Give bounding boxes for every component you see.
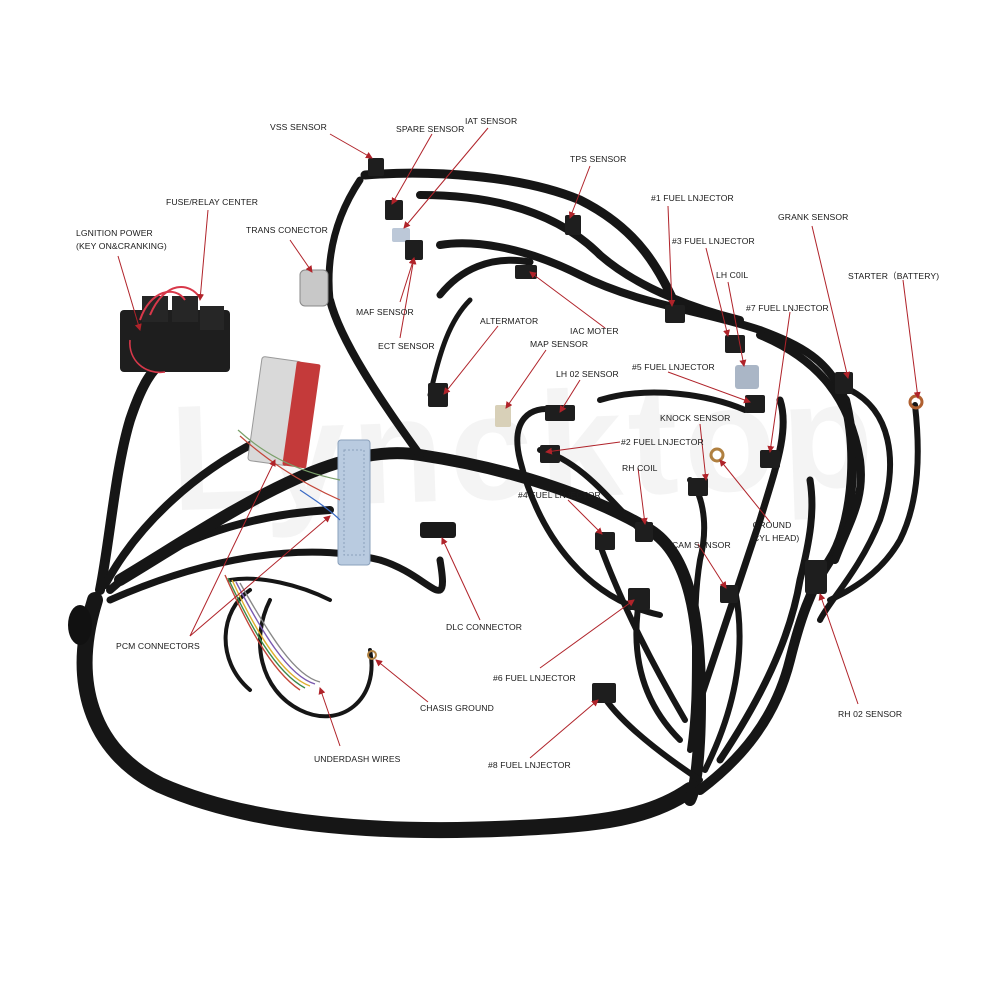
- label-spare-sensor: SPARE SENSOR: [396, 124, 465, 134]
- underdash-wire-bundle: [224, 574, 321, 691]
- label-fuel-injector-3: #3 FUEL LNJECTOR: [672, 236, 755, 246]
- label-maf-sensor: MAF SENSOR: [356, 307, 414, 317]
- label-chasis-ground: CHASIS GROUND: [420, 703, 494, 713]
- label-rh-o2-sensor: RH 02 SENSOR: [838, 709, 903, 719]
- label-ground-cyl-head: (CYL HEAD): [750, 533, 800, 543]
- label-fuse-relay-center: FUSE/RELAY CENTER: [166, 197, 259, 207]
- label-lh-coil: LH C0IL: [716, 270, 749, 280]
- fuse-relay-center: [120, 285, 230, 374]
- label-fuel-injector-6: #6 FUEL LNJECTOR: [493, 673, 576, 683]
- label-starter-battery: STARTER（BATTERY): [848, 271, 940, 281]
- label-alternator: ALTERMATOR: [480, 316, 539, 326]
- label-cam-sensor: CAM SENSOR: [672, 540, 731, 550]
- label-fuel-injector-5: #5 FUEL LNJECTOR: [632, 362, 715, 372]
- label-vss-sensor: VSS SENSOR: [270, 122, 327, 132]
- label-ground: GROUND: [752, 520, 792, 530]
- dlc-connector-plug: [420, 522, 456, 538]
- pcm-connectors-group: [237, 356, 371, 566]
- main-harness-loom: [76, 168, 921, 839]
- label-iat-sensor: IAT SENSOR: [465, 116, 518, 126]
- sensor-connectors: [367, 158, 924, 703]
- label-tps-sensor: TPS SENSOR: [570, 154, 627, 164]
- label-ignition-power: LGNITION POWER: [76, 228, 153, 238]
- label-fuel-injector-4: #4 FUEL LNJECTOR: [518, 490, 601, 500]
- label-ect-sensor: ECT SENSOR: [378, 341, 435, 351]
- label-pcm-connectors: PCM CONNECTORS: [116, 641, 200, 651]
- label-map-sensor: MAP SENSOR: [530, 339, 589, 349]
- label-fuel-injector-1: #1 FUEL LNJECTOR: [651, 193, 734, 203]
- label-underdash-wires: UNDERDASH WIRES: [314, 754, 401, 764]
- label-fuel-injector-2: #2 FUEL LNJECTOR: [621, 437, 704, 447]
- label-rh-coil: RH COIL: [622, 463, 658, 473]
- trans-connector-plug: [299, 269, 329, 307]
- label-ignition-power-note: (KEY ON&CRANKING): [76, 241, 167, 251]
- label-trans-conector: TRANS CONECTOR: [246, 225, 328, 235]
- label-grank-sensor: GRANK SENSOR: [778, 212, 849, 222]
- label-fuel-injector-7: #7 FUEL LNJECTOR: [746, 303, 829, 313]
- label-knock-sensor: KNOCK SENSOR: [660, 413, 731, 423]
- label-lh-o2-sensor: LH 02 SENSOR: [556, 369, 619, 379]
- label-fuel-injector-8: #8 FUEL LNJECTOR: [488, 760, 571, 770]
- leader-arrows: [117, 127, 921, 759]
- label-dlc-connector: DLC CONNECTOR: [446, 622, 523, 632]
- firewall-grommet: [68, 605, 92, 645]
- label-iac-motor: IAC MOTER: [570, 326, 619, 336]
